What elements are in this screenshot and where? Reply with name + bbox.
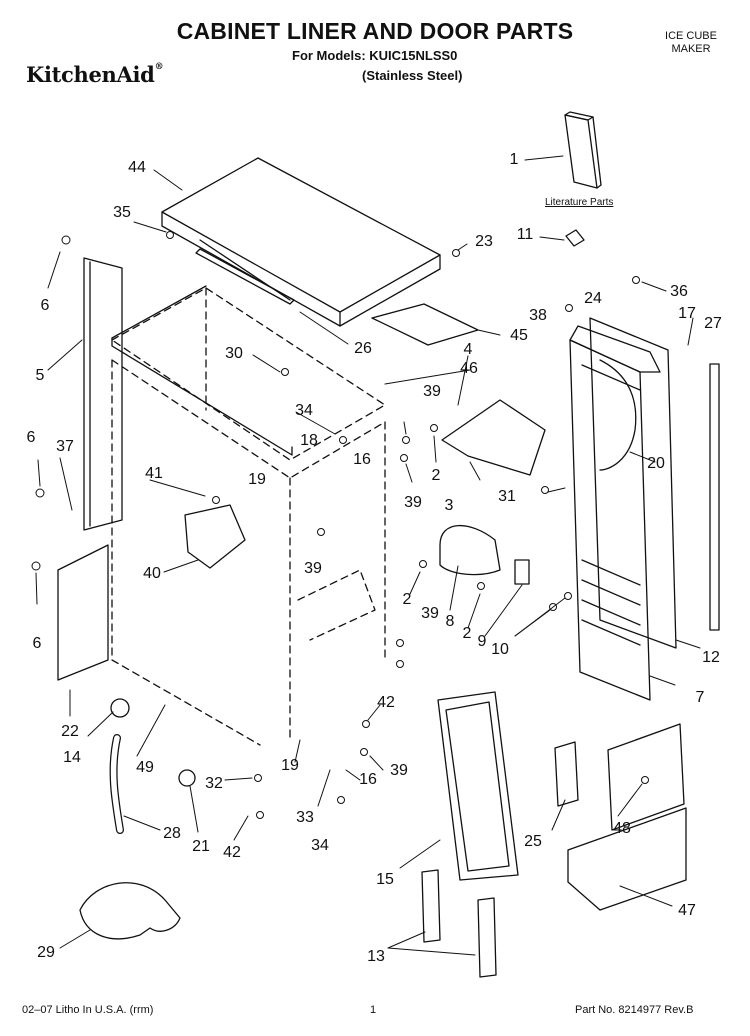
callout-49: 49 bbox=[136, 759, 154, 776]
callout-46: 46 bbox=[460, 360, 478, 377]
callout-2c: 2 bbox=[462, 625, 472, 642]
callout-6b: 6 bbox=[26, 429, 36, 446]
callout-27: 27 bbox=[704, 315, 722, 332]
support-bracket bbox=[554, 741, 579, 807]
callout-19b: 19 bbox=[281, 757, 299, 774]
footer-left: 02–07 Litho In U.S.A. (rrm) bbox=[22, 1004, 154, 1016]
side-panel bbox=[83, 257, 123, 531]
callout-12: 12 bbox=[702, 649, 720, 666]
callout-8: 8 bbox=[445, 613, 455, 630]
callout-45: 45 bbox=[510, 327, 528, 344]
callout-39e: 39 bbox=[390, 762, 408, 779]
callout-3: 3 bbox=[444, 497, 454, 514]
callout-10: 10 bbox=[491, 641, 509, 658]
leader-lines bbox=[35, 155, 701, 956]
liner-frame bbox=[111, 285, 293, 456]
drain-fitting bbox=[178, 769, 196, 787]
callout-6a: 6 bbox=[40, 297, 50, 314]
models-line: For Models: KUIC15NLSS0 bbox=[292, 48, 458, 63]
callout-21: 21 bbox=[192, 838, 210, 855]
callout-16b: 16 bbox=[359, 771, 377, 788]
literature-parts-label: Literature Parts bbox=[545, 197, 614, 208]
door-frame bbox=[437, 691, 519, 881]
literature-booklet bbox=[564, 111, 602, 189]
callout-39d: 39 bbox=[421, 605, 439, 622]
callout-39b: 39 bbox=[404, 494, 422, 511]
callout-15: 15 bbox=[376, 871, 394, 888]
callout-23: 23 bbox=[475, 233, 493, 250]
callout-48: 48 bbox=[613, 820, 631, 837]
callout-9: 9 bbox=[477, 633, 487, 650]
air-duct bbox=[184, 504, 246, 569]
callout-14: 14 bbox=[63, 749, 81, 766]
hinge-pin-block bbox=[514, 559, 530, 585]
trim-strip-a bbox=[421, 869, 441, 943]
top-cover bbox=[161, 157, 441, 327]
callout-36: 36 bbox=[670, 283, 688, 300]
callout-42b: 42 bbox=[223, 844, 241, 861]
callout-13: 13 bbox=[367, 948, 385, 965]
callout-18: 18 bbox=[300, 432, 318, 449]
callout-29: 29 bbox=[37, 944, 55, 961]
callout-19a: 19 bbox=[248, 471, 266, 488]
product-line-2: MAKER bbox=[671, 43, 711, 55]
callout-2b: 2 bbox=[402, 591, 412, 608]
callout-2a: 2 bbox=[431, 467, 441, 484]
callout-31: 31 bbox=[498, 488, 516, 505]
callout-20: 20 bbox=[647, 455, 665, 472]
callout-11: 11 bbox=[516, 226, 534, 243]
ice-scoop bbox=[79, 882, 181, 940]
finish-line: (Stainless Steel) bbox=[362, 68, 463, 83]
tie-clip bbox=[565, 229, 585, 247]
insulation-pad bbox=[371, 303, 479, 346]
callout-34b: 34 bbox=[311, 837, 329, 854]
callout-30: 30 bbox=[225, 345, 243, 362]
gasket-strip bbox=[709, 363, 720, 631]
callout-33: 33 bbox=[296, 809, 314, 826]
door-assembly bbox=[569, 325, 661, 701]
callout-25: 25 bbox=[524, 833, 542, 850]
hinge-bracket bbox=[441, 399, 546, 476]
trim-strip-b bbox=[477, 897, 497, 978]
callout-26: 26 bbox=[354, 340, 372, 357]
callout-5: 5 bbox=[35, 367, 45, 384]
footer-page-number: 1 bbox=[370, 1004, 377, 1016]
callout-44: 44 bbox=[128, 159, 146, 176]
callout-35: 35 bbox=[113, 204, 131, 221]
brand-name: KitchenAid bbox=[26, 62, 155, 87]
callout-38: 38 bbox=[529, 307, 547, 324]
hinge-cover bbox=[439, 524, 501, 576]
drain-cap bbox=[110, 698, 130, 718]
front-grille bbox=[567, 723, 687, 911]
callout-7: 7 bbox=[695, 689, 705, 706]
callout-24: 24 bbox=[584, 290, 602, 307]
page-title: CABINET LINER AND DOOR PARTS bbox=[176, 18, 574, 44]
callout-34a: 34 bbox=[295, 402, 313, 419]
lower-side-panel bbox=[57, 544, 109, 681]
screws bbox=[31, 231, 649, 819]
product-line-1: ICE CUBE bbox=[665, 30, 717, 42]
callout-39a: 39 bbox=[423, 383, 441, 400]
callout-41: 41 bbox=[145, 465, 163, 482]
brand-logo: KitchenAid® bbox=[26, 62, 164, 87]
callout-22: 22 bbox=[61, 723, 79, 740]
callout-37: 37 bbox=[56, 438, 74, 455]
footer-part-number: Part No. 8214977 Rev.B bbox=[575, 1004, 694, 1016]
callout-32: 32 bbox=[205, 775, 223, 792]
callout-4: 4 bbox=[463, 341, 473, 358]
callout-17: 17 bbox=[678, 305, 696, 322]
callout-6c: 6 bbox=[32, 635, 42, 652]
callout-47: 47 bbox=[678, 902, 696, 919]
cabinet-liner bbox=[111, 287, 386, 746]
callout-16a: 16 bbox=[353, 451, 371, 468]
callout-40: 40 bbox=[143, 565, 161, 582]
callout-42a: 42 bbox=[377, 694, 395, 711]
callout-28: 28 bbox=[163, 825, 181, 842]
callout-1: 1 bbox=[509, 151, 519, 168]
callout-39c: 39 bbox=[304, 560, 322, 577]
door-panel bbox=[589, 317, 677, 649]
